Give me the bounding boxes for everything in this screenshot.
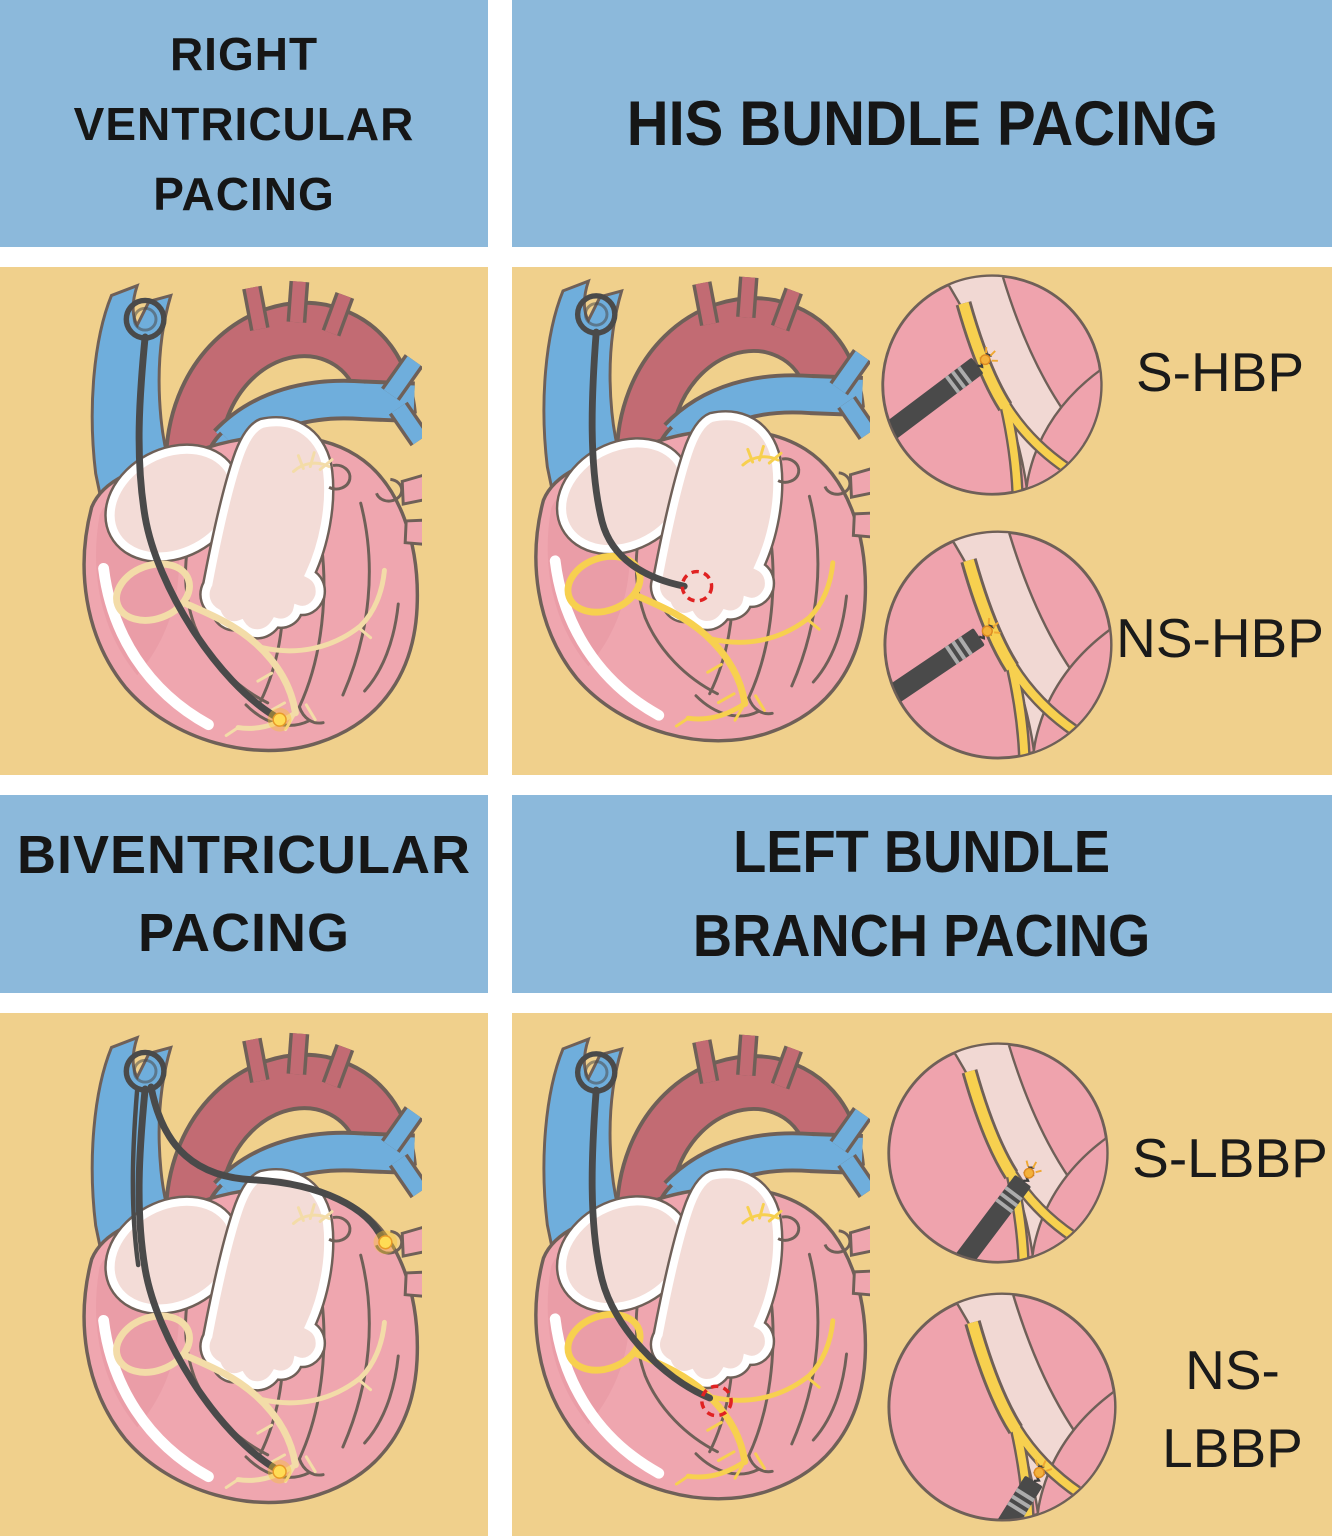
heart-anatomy xyxy=(84,282,422,751)
panel-left-bundle-branch-pacing: S-LBBP NS- LBBP xyxy=(512,1013,1332,1536)
septum-closeup xyxy=(885,527,1116,763)
panel-biventricular-pacing xyxy=(0,1013,488,1536)
heart-diagram-bivp xyxy=(66,1029,422,1505)
rv-pacing-lead xyxy=(135,1085,280,1473)
left-bundle-lead xyxy=(588,1086,714,1402)
heart-anatomy xyxy=(536,1035,870,1499)
title-line: PACING xyxy=(153,167,335,220)
title-line: VENTRICULAR xyxy=(73,97,415,150)
header-his-bundle-pacing: HIS BUNDLE PACING xyxy=(512,0,1332,247)
pacing-site-glow xyxy=(266,707,293,733)
title-line: LEFT BUNDLE xyxy=(733,819,1111,885)
septum-closeup xyxy=(883,271,1106,499)
inset-label-line: NS- xyxy=(1185,1339,1280,1401)
heart-anatomy xyxy=(536,277,870,741)
heart-diagram-lbbp xyxy=(518,1031,870,1501)
inset-label-ns-hbp: NS-HBP xyxy=(1116,607,1324,669)
title-line: RIGHT xyxy=(169,27,319,80)
inset-s-hbp xyxy=(878,271,1106,499)
header-biventricular-pacing: BIVENTRICULAR PACING xyxy=(0,795,488,993)
inset-ns-lbbp xyxy=(884,1289,1120,1525)
inset-label-s-hbp: S-HBP xyxy=(1135,341,1305,403)
title-line: BRANCH PACING xyxy=(693,903,1151,969)
inset-label-ns-lbbp: NS- LBBP xyxy=(1140,1331,1325,1487)
title-line: HIS BUNDLE PACING xyxy=(626,88,1218,159)
lv-lateral-lead xyxy=(147,1083,386,1243)
panel-right-ventricular-pacing xyxy=(0,267,488,775)
pacing-site-glow-lateral xyxy=(372,1229,399,1255)
septum-closeup xyxy=(889,1289,1120,1525)
inset-label-line: LBBP xyxy=(1162,1417,1303,1479)
inset-ns-hbp xyxy=(880,527,1116,763)
extra-lead-wire xyxy=(130,1086,141,1268)
header-left-bundle-branch-pacing: LEFT BUNDLE BRANCH PACING xyxy=(512,795,1332,993)
title-line: BIVENTRICULAR xyxy=(17,825,471,885)
header-right-ventricular-pacing: RIGHT VENTRICULAR PACING xyxy=(0,0,488,247)
title-line: PACING xyxy=(137,903,350,963)
panel-his-bundle-pacing: S-HBP NS-HBP xyxy=(512,267,1332,775)
left-bundle-target-circle xyxy=(700,1384,733,1418)
heart-diagram-rvp xyxy=(66,277,422,753)
his-bundle-target-circle xyxy=(680,569,714,603)
rv-pacing-lead xyxy=(135,333,280,721)
inset-label-s-lbbp: S-LBBP xyxy=(1132,1127,1328,1189)
his-bundle-lead xyxy=(588,328,688,590)
heart-diagram-hbp xyxy=(518,273,870,743)
inset-s-lbbp xyxy=(884,1039,1112,1267)
septum-closeup xyxy=(889,1039,1112,1267)
pacing-site-glow-apex xyxy=(266,1459,293,1485)
